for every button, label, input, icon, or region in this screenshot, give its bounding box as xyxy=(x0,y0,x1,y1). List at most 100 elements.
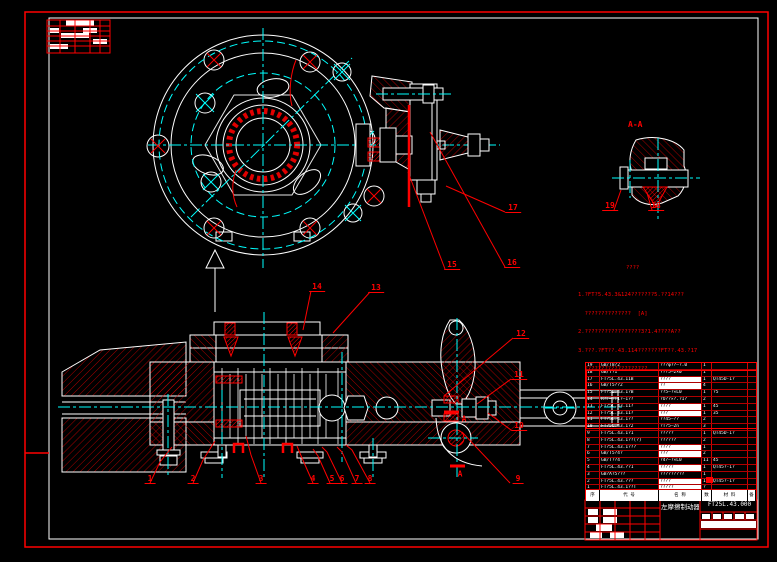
bom-cell-name: ?O??×?.?1? xyxy=(659,396,702,403)
bom-cell-seq: 2 xyxy=(586,478,600,485)
bom-cell-name: ???? xyxy=(659,478,702,485)
balloon-12: 12 xyxy=(513,329,529,339)
bom-cell-seq: 19 xyxy=(586,363,600,369)
bom-cell-seq: 14 xyxy=(586,396,600,403)
bom-cell-mat xyxy=(712,417,748,424)
section-arrow-label-top: A xyxy=(461,414,467,424)
bom-cell-code: FT?5L.43.11? xyxy=(600,410,659,417)
bom-cell-qty: 1 xyxy=(702,430,712,437)
title-block-drawing-number: FT25L.43.000 xyxy=(707,501,752,508)
bom-cell-mat xyxy=(712,451,748,458)
note-line: ?????????????? [A] xyxy=(578,310,648,317)
bom-cell-seq: 12 xyxy=(586,410,600,417)
bom-cell-qty: 1 xyxy=(702,410,712,417)
bom-cell-code: GB?A?5??? xyxy=(600,471,659,478)
balloon-10: 10 xyxy=(511,421,527,431)
bom-cell-code: GB/T5?4? xyxy=(600,451,659,458)
bom-cell-mat xyxy=(712,485,748,492)
bom-cell-name: ?4?—?×L0 xyxy=(659,458,702,464)
bom-cell-qty: 3 xyxy=(702,424,712,430)
bom-cell-qty: 1 xyxy=(702,390,712,396)
balloon-1: 1 xyxy=(144,474,156,484)
bom-header-cell: 数 xyxy=(702,490,712,501)
bom-cell-qty: 1 xyxy=(702,464,712,471)
bom-cell-name: ??? xyxy=(659,451,702,458)
bom-cell-seq: 18 xyxy=(586,369,600,376)
bom-cell-code: GB/T8?2 xyxy=(600,363,659,369)
bom-cell-mat xyxy=(712,471,748,478)
bom-cell-qty: 1 xyxy=(702,403,712,410)
bom-cell-name: ???5—2×0 xyxy=(659,369,702,376)
bom-header-cell: 名 称 xyxy=(659,490,702,501)
bom-cell-seq: 5 xyxy=(586,458,600,464)
bom-cell-seq: 13 xyxy=(586,403,600,410)
bom-cell-seq: 8 xyxy=(586,437,600,444)
bom-cell-seq: 1 xyxy=(586,485,600,492)
bom-cell-seq: 6 xyxy=(586,451,600,458)
release-fork-assembly xyxy=(355,75,490,207)
bom-cell-name: ????? xyxy=(659,485,702,492)
bom-cell-code: FT?5L.43.1?B xyxy=(600,390,659,396)
revision-table xyxy=(46,19,111,54)
bom-cell-qty: 1 xyxy=(702,444,712,451)
bom-cell-code: FT?5L.43.??1 xyxy=(600,464,659,471)
section-view xyxy=(58,312,625,480)
bom-cell-name: ??? xyxy=(659,410,702,417)
notes-title: ???? xyxy=(626,265,640,272)
bom-cell-mat: 45 xyxy=(712,458,748,464)
bom-cell-name: ??5—?×L0 xyxy=(659,390,702,396)
bom-cell-code: FT?5L.43.1??T xyxy=(600,485,659,492)
bom-cell-qty: 2 xyxy=(702,437,712,444)
bom-cell-code: FT?5L.43.??? xyxy=(600,478,659,485)
bom-cell-mat xyxy=(712,444,748,451)
note-line: 2.?????????????????3?1.4????A?? xyxy=(578,329,681,336)
section-aa-label: A-A xyxy=(628,120,643,129)
bom-cell-code: FT?5L.43.1??(?) xyxy=(600,437,659,444)
bom-cell-seq: 15 xyxy=(586,390,600,396)
bom-cell-mat: 45 xyxy=(712,403,748,410)
balloon-2: 2 xyxy=(187,474,199,484)
bom-cell-name: ???? xyxy=(659,376,702,383)
bom-cell-code: FT?5L.43.11? xyxy=(600,403,659,410)
bom-cell-name: ???φ??—?.0 xyxy=(659,363,702,369)
bom-cell-code: FT?5L.43.11B xyxy=(600,376,659,383)
bom-cell-code: FT?5L.43.1?2 xyxy=(600,424,659,430)
bom-cell-mat xyxy=(712,363,748,369)
note-line: 1.?FT?5.43.3&124???????5.??14??? xyxy=(578,292,684,299)
selection-grip xyxy=(706,477,713,483)
bom-cell-qty: 2 xyxy=(702,396,712,403)
bom-cell-mat: QT45?-1? xyxy=(712,478,748,485)
bom-cell-qty: 1 xyxy=(702,369,712,376)
bom-cell-qty: 2 xyxy=(702,417,712,424)
bom-cell-code: FT?5L.43.1?1 xyxy=(600,430,659,437)
sheet-frame xyxy=(24,11,769,548)
bom-cell-mat: QT45?-1? xyxy=(712,464,748,471)
bom-cell-mat: QT45D-1? xyxy=(712,376,748,383)
bom-cell-name: ????????? xyxy=(659,471,702,478)
note-line: ??????????????????? xyxy=(578,366,648,373)
bom-cell-mat: QT45D-1? xyxy=(712,430,748,437)
bom-cell-seq: 7 xyxy=(586,444,600,451)
bom-cell-name: ?? xyxy=(659,383,702,390)
bom-cell-name: ?????? xyxy=(659,437,702,444)
bom-cell-qty: 2 xyxy=(702,451,712,458)
bom-header-cell: 代 号 xyxy=(600,490,659,501)
balloon-17: 17 xyxy=(505,203,521,213)
bom-cell-name: ???? xyxy=(659,444,702,451)
bom-cell-name: ???? xyxy=(659,403,702,410)
bom-cell-seq: 16 xyxy=(586,383,600,390)
